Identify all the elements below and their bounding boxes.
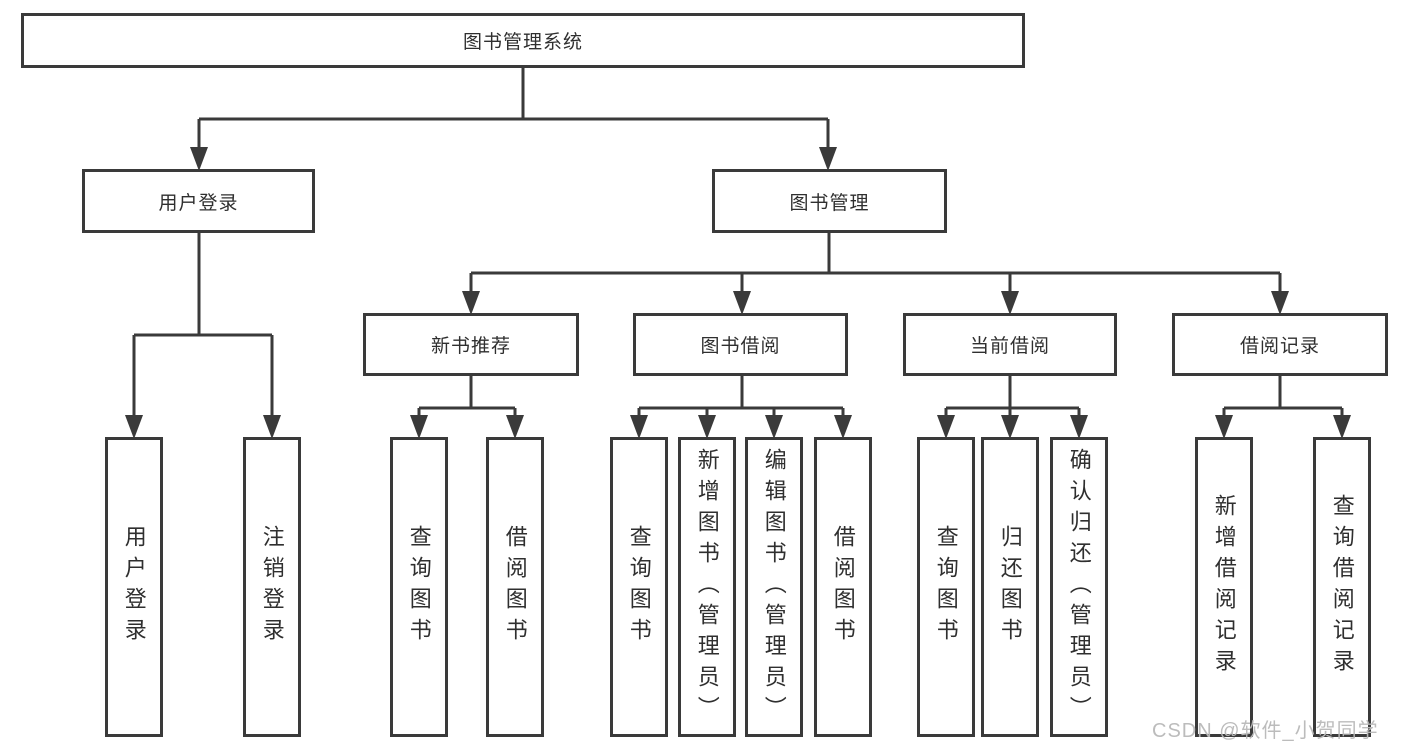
leaf-query-books-recommend-label: 查询图书 (406, 525, 432, 649)
node-user-login-label: 用户登录 (158, 192, 239, 214)
leaf-borrow-books-recommend: 借阅图书 (486, 437, 544, 737)
node-new-book-recommendation-label: 新书推荐 (430, 336, 511, 357)
leaf-query-books-recommend: 查询图书 (390, 437, 448, 737)
leaf-logout: 注销登录 (243, 437, 301, 737)
leaf-edit-books-admin: 编辑图书（管理员） (745, 437, 803, 737)
leaf-add-books-admin-label: 新增图书（管理员） (694, 447, 720, 727)
leaf-borrow-books-recommend-label: 借阅图书 (502, 525, 528, 649)
node-new-book-recommendation: 新书推荐 (363, 313, 579, 376)
leaf-query-borrow-record: 查询借阅记录 (1313, 437, 1371, 737)
leaf-borrow-books: 借阅图书 (814, 437, 872, 737)
node-book-borrowing-label: 图书借阅 (700, 336, 781, 357)
node-borrowing-records: 借阅记录 (1172, 313, 1388, 376)
leaf-logout-label: 注销登录 (259, 525, 285, 649)
node-user-login-branch: 用户登录 (82, 169, 315, 233)
leaf-add-borrow-record-label: 新增借阅记录 (1211, 494, 1237, 680)
leaf-query-borrow-record-label: 查询借阅记录 (1329, 494, 1355, 680)
leaf-confirm-return-admin-label: 确认归还（管理员） (1066, 447, 1092, 727)
leaf-edit-books-admin-label: 编辑图书（管理员） (761, 447, 787, 727)
leaf-add-books-admin: 新增图书（管理员） (678, 437, 736, 737)
leaf-user-login-label: 用户登录 (121, 525, 147, 649)
csdn-watermark: CSDN @软件_小贺同学 (1152, 720, 1379, 742)
leaf-return-books: 归还图书 (981, 437, 1039, 737)
node-current-borrowing: 当前借阅 (903, 313, 1117, 376)
leaf-query-books-borrow-label: 查询图书 (626, 525, 652, 649)
node-current-borrowing-label: 当前借阅 (969, 336, 1050, 357)
node-book-management-label: 图书管理 (789, 192, 870, 214)
node-book-borrowing: 图书借阅 (633, 313, 848, 376)
node-library-system: 图书管理系统 (21, 13, 1025, 68)
leaf-user-login: 用户登录 (105, 437, 163, 737)
leaf-borrow-books-label: 借阅图书 (830, 525, 856, 649)
leaf-query-books-current-label: 查询图书 (933, 525, 959, 649)
leaf-confirm-return-admin: 确认归还（管理员） (1050, 437, 1108, 737)
node-borrowing-records-label: 借阅记录 (1239, 336, 1320, 357)
leaf-query-books-borrow: 查询图书 (610, 437, 668, 737)
leaf-query-books-current: 查询图书 (917, 437, 975, 737)
node-book-management-branch: 图书管理 (712, 169, 947, 233)
leaf-return-books-label: 归还图书 (997, 525, 1023, 649)
leaf-add-borrow-record: 新增借阅记录 (1195, 437, 1253, 737)
node-library-system-label: 图书管理系统 (462, 32, 583, 53)
